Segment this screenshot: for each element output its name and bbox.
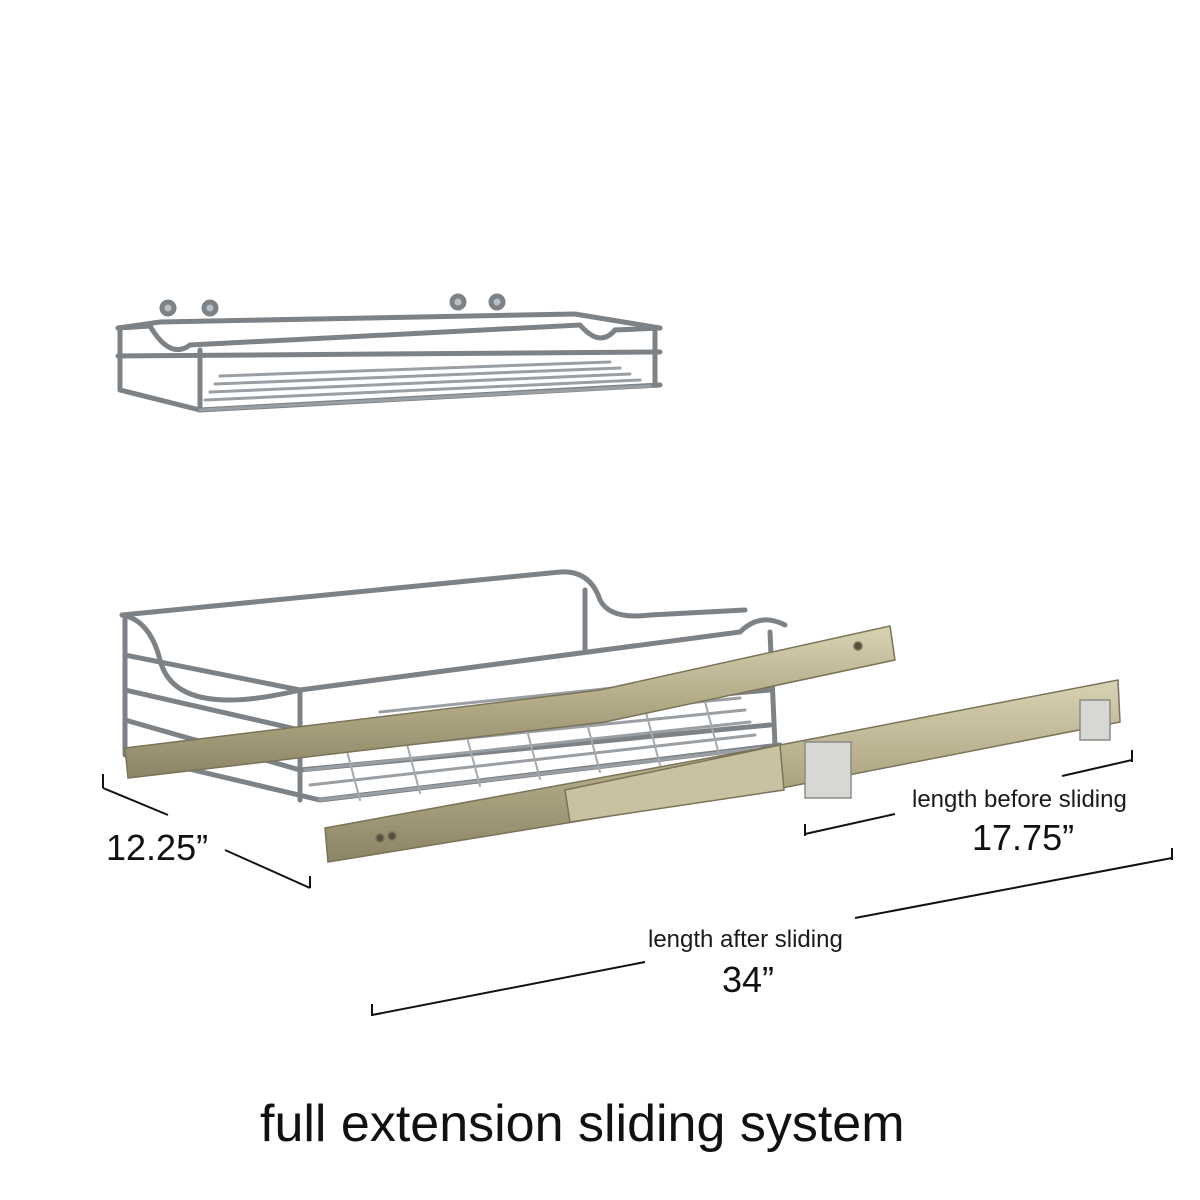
- depth-dimension: 12.25”: [106, 827, 209, 868]
- caption: full extension sliding system: [260, 1095, 905, 1153]
- before-sliding-value: 17.75”: [972, 817, 1075, 858]
- slide-rails: [124, 625, 1121, 863]
- dimension-lines: [102, 750, 1173, 1016]
- before-sliding-label: length before sliding: [912, 786, 1127, 813]
- after-sliding-label: length after sliding: [648, 926, 843, 953]
- after-sliding-value: 34”: [722, 959, 775, 1000]
- upper-shelf: [115, 293, 663, 645]
